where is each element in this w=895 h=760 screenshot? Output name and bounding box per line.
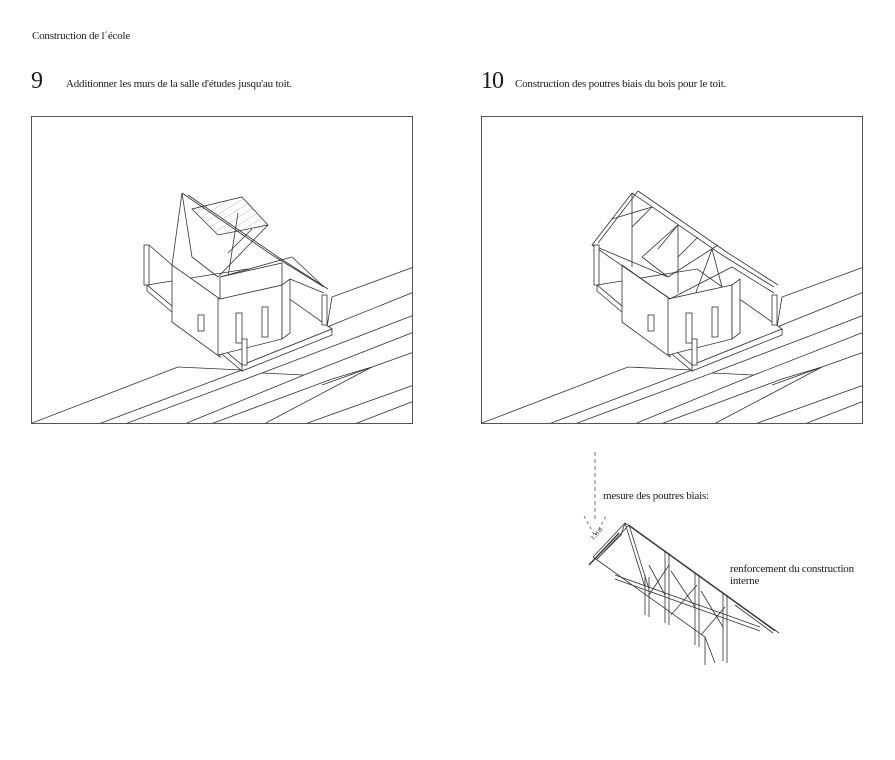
step-9-number: 9: [31, 68, 43, 94]
measure-label: mesure des poutres biais:: [603, 490, 709, 502]
step-10-isometric-drawing: [482, 190, 862, 423]
step-10-drawing-frame: [481, 116, 863, 424]
page-title: Construction de l´école: [32, 30, 131, 42]
step-10-description: Construction des poutres biais du bois p…: [515, 78, 727, 90]
reinforcement-label-line-2: interne: [730, 575, 760, 587]
step-9-description: Additionner les murs de la salle d'étude…: [66, 78, 292, 90]
reinforcement-label-line-1: renforcement du construction: [730, 563, 854, 575]
dashed-down-arrow-icon: [583, 452, 607, 538]
step-10-number: 10: [481, 68, 504, 94]
roof-truss-detail-drawing: [588, 522, 780, 665]
step-9-drawing-frame: [31, 116, 413, 424]
step-9-isometric-drawing: [32, 192, 412, 423]
